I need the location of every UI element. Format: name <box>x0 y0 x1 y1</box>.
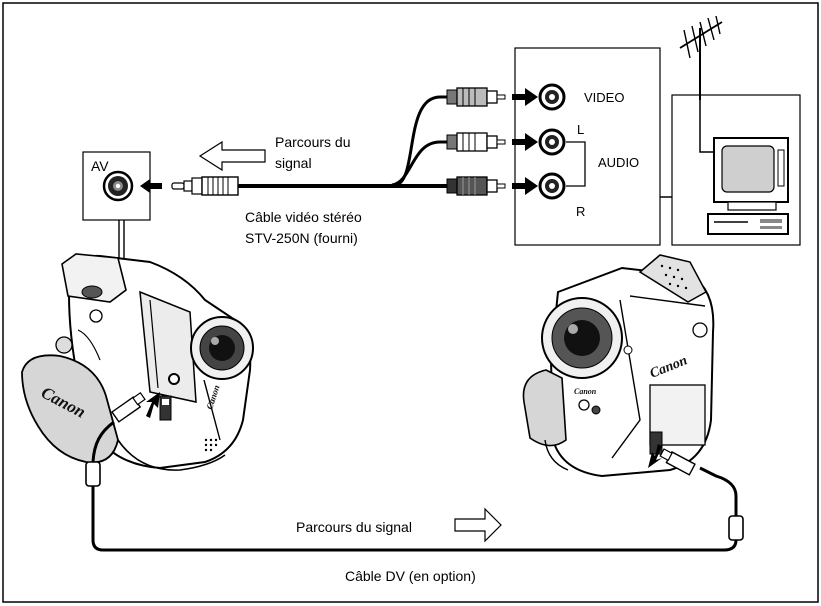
audio-l-plug-arrow-icon <box>512 133 538 151</box>
stereo-video-cable <box>238 95 447 188</box>
dv-cable-ferrite-left <box>85 461 101 487</box>
signal-path-top-line1: Parcours du <box>275 134 350 150</box>
rca-plug-audio-l <box>446 132 506 152</box>
video-label: VIDEO <box>584 90 624 105</box>
recording-camcorder-hand-strap <box>522 369 567 447</box>
recording-camcorder-mic <box>638 254 708 303</box>
stereo-cable-caption-line1: Câble vidéo stéréo <box>245 209 362 225</box>
video-plug-arrow-icon <box>512 88 538 106</box>
signal-direction-right-arrow-icon <box>454 507 502 543</box>
dv-plug-left <box>111 392 146 423</box>
audio-r-input-jack <box>538 172 566 200</box>
recording-camcorder-side-logo: Canon <box>574 387 597 396</box>
audio-l-label: L <box>577 122 584 137</box>
rca-plug-video <box>446 87 506 107</box>
dv-cable-caption: Câble DV (en option) <box>345 568 476 584</box>
audio-r-label: R <box>576 204 585 219</box>
source-camcorder-hand-strap <box>21 354 119 464</box>
dv-cable <box>85 420 744 552</box>
source-camcorder: Canon Canon <box>21 253 254 471</box>
av-terminal: AV <box>82 151 151 221</box>
audio-l-input-jack <box>538 128 566 156</box>
tv-set <box>671 15 801 246</box>
signal-path-bottom-label: Parcours du signal <box>296 519 412 535</box>
tv-monitor-icon <box>713 137 789 211</box>
audio-label: AUDIO <box>598 155 639 170</box>
rca-plug-audio-r <box>446 176 506 196</box>
source-camcorder-av-jack <box>168 373 180 385</box>
source-camcorder-dv-port <box>159 395 172 421</box>
recording-camcorder-dv-port <box>649 431 663 455</box>
tv-input-panel: VIDEO L AUDIO R <box>514 47 661 246</box>
dv-plug-right <box>659 448 696 476</box>
source-camcorder-lcd-panel <box>139 290 197 403</box>
dv-plug-in-arrow-right-icon <box>648 444 662 468</box>
signal-direction-left-arrow-icon <box>198 140 266 172</box>
dv-plug-in-arrow-left-icon <box>146 392 160 418</box>
tv-input-panel-box <box>514 47 661 246</box>
audio-r-plug-arrow-icon <box>512 177 538 195</box>
vcr-icon <box>707 213 789 235</box>
antenna-cable <box>699 100 714 153</box>
source-camcorder-viewfinder <box>61 253 127 303</box>
recording-camcorder-mic-grille <box>660 264 688 290</box>
recording-camcorder-lens <box>541 297 623 379</box>
source-camcorder-speaker-grille <box>204 438 218 452</box>
audio-bracket <box>566 141 586 187</box>
signal-path-top-line2: signal <box>275 155 312 171</box>
av-label: AV <box>91 158 109 174</box>
dv-cable-ferrite-right <box>728 515 744 541</box>
stereo-cable-caption-line2: STV-250N (fourni) <box>245 230 358 246</box>
av-jack <box>102 170 134 202</box>
recording-camcorder: Canon Canon <box>522 254 715 478</box>
video-input-jack <box>538 83 566 111</box>
source-camcorder-lens <box>190 316 254 380</box>
plug-in-arrow-icon <box>140 179 162 193</box>
antenna-icon <box>679 15 723 100</box>
